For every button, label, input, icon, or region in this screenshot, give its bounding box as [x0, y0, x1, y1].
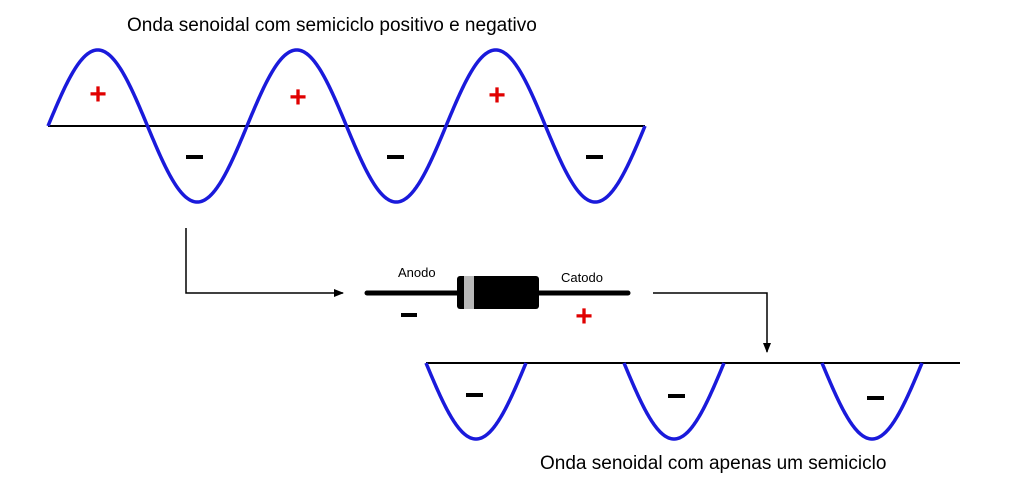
negative-sign	[186, 155, 203, 159]
negative-sign	[867, 396, 884, 400]
bottom-half-wave	[424, 362, 924, 441]
negative-sign	[466, 393, 483, 397]
diode-band	[464, 276, 474, 309]
top-title: Onda senoidal com semiciclo positivo e n…	[127, 15, 537, 36]
positive-sign: +	[488, 79, 506, 112]
negative-sign	[668, 394, 685, 398]
positive-sign: +	[89, 78, 107, 111]
anode-label: Anodo	[398, 265, 436, 280]
bottom-title: Onda senoidal com apenas um semiciclo	[540, 453, 886, 474]
diode-body	[457, 276, 539, 309]
negative-sign	[387, 155, 404, 159]
anode-negative-sign	[401, 313, 417, 317]
cathode-label: Catodo	[561, 270, 603, 285]
cathode-positive-sign: +	[575, 300, 593, 333]
positive-sign: +	[289, 81, 307, 114]
diode	[364, 276, 631, 309]
arrow-to-output	[653, 292, 771, 353]
arrow-to-diode	[185, 228, 344, 297]
top-sine-wave	[46, 48, 647, 204]
negative-sign	[586, 155, 603, 159]
